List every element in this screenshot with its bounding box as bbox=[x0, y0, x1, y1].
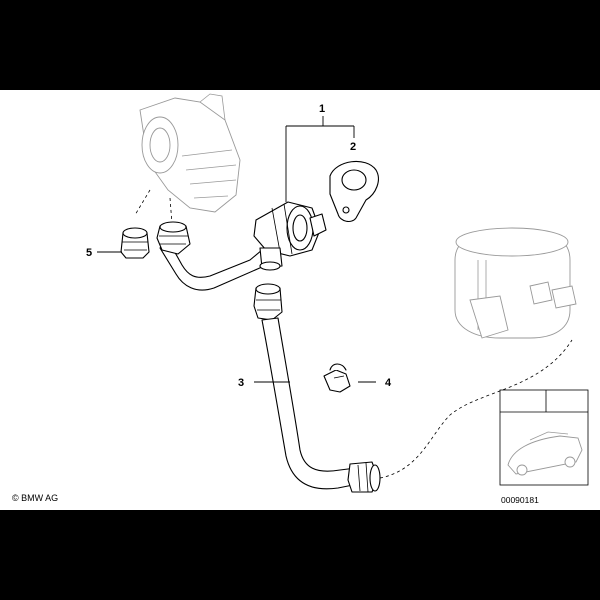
throttle-body-ghost bbox=[139, 93, 241, 213]
diagram-sheet: 1 2 3 4 5 © BMW AG 00090181 bbox=[0, 90, 600, 510]
document-number: 00090181 bbox=[501, 495, 539, 505]
copyright-label: © BMW AG bbox=[12, 493, 59, 503]
callout-5: 5 bbox=[86, 247, 92, 259]
upper-hose bbox=[156, 221, 273, 291]
part-5-seal bbox=[120, 227, 150, 259]
callout-2: 2 bbox=[350, 141, 356, 153]
callout-4: 4 bbox=[385, 377, 392, 389]
reference-dashes bbox=[134, 189, 173, 225]
canister-dashes bbox=[379, 339, 573, 479]
leader-lines bbox=[97, 116, 376, 383]
part-2-bracket bbox=[329, 160, 379, 223]
callout-3: 3 bbox=[238, 377, 244, 389]
part-1-valve bbox=[253, 201, 327, 271]
part-4-clip bbox=[323, 363, 351, 393]
vehicle-thumbnail bbox=[499, 389, 589, 486]
charcoal-canister-ghost bbox=[454, 227, 577, 339]
callout-1: 1 bbox=[319, 103, 325, 115]
part-3-hose bbox=[253, 283, 381, 493]
parts-diagram: 1 2 3 4 5 bbox=[86, 93, 589, 493]
